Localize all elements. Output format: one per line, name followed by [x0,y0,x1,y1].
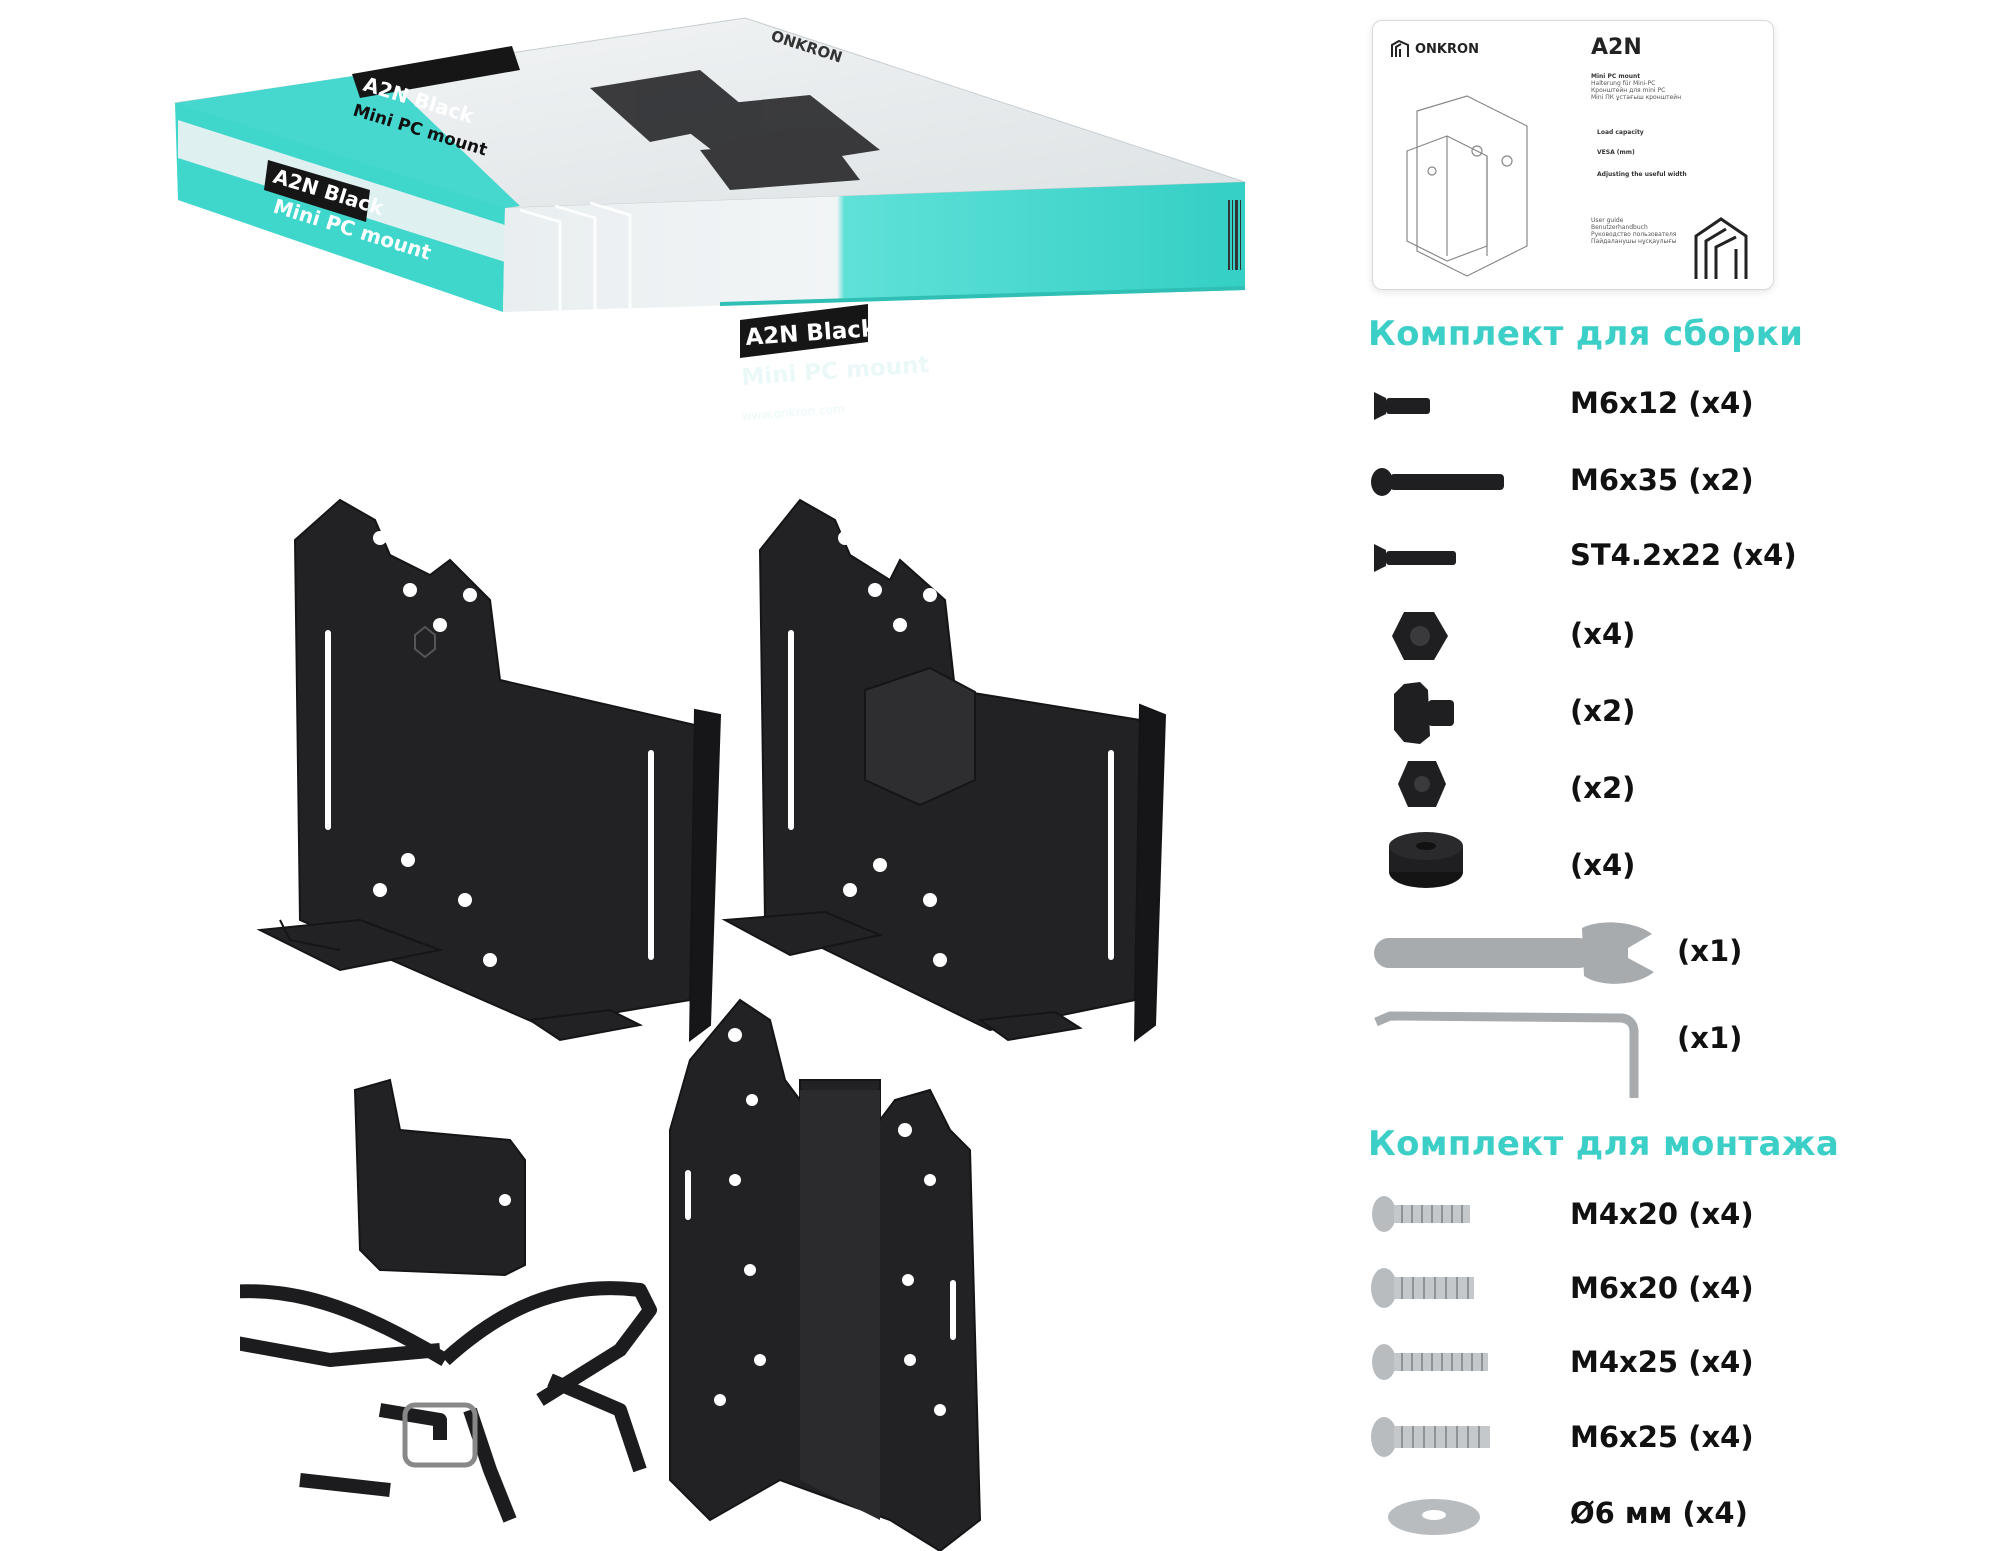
card-line-2: Halterung für Mini-PC [1591,80,1656,87]
card-spec-load: Load capacity [1597,129,1644,136]
card-guide-4: Пайдаланушы нұсқаулығы [1591,238,1677,245]
card-spec-width: Adjusting the useful width [1597,171,1687,178]
card-mount-drawing [1406,95,1528,277]
mount-parts-image [240,498,1167,1551]
washer-icon [1388,1499,1480,1535]
small-hook [353,1078,526,1277]
mounting-item-label: M6x25 (x4) [1570,1420,1754,1454]
hex-key-icon [1374,1011,1639,1098]
box-front-subtitle: Mini PC mount [741,352,931,391]
mounting-item-label: M4x20 (x4) [1570,1197,1754,1231]
assembly-item-label: (x4) [1570,848,1636,882]
wrench-icon [1374,922,1654,984]
steel-screw-icon [1372,1196,1470,1232]
flat-screw-icon [1374,544,1456,572]
box-website: www.onkron.com [741,402,845,423]
steel-screw-icon [1371,1268,1474,1308]
steel-screw-icon [1371,1417,1490,1457]
user-guide-card: ONKRON A2N Mini PC mount Halterung für M… [1372,20,1774,290]
assembly-item-label: M6x35 (x2) [1570,463,1754,497]
flat-screw-icon [1374,392,1430,420]
card-line-1: Mini PC mount [1591,73,1641,80]
assembly-item-label: M6x12 (x4) [1570,386,1754,420]
assembly-item-label: (x2) [1570,694,1636,728]
hex-nut-icon [1392,612,1448,660]
onkron-logo-icon [1391,39,1409,57]
card-model: A2N [1591,35,1642,60]
knob-icon [1394,682,1454,744]
mounting-item-label: M6x20 (x4) [1570,1271,1754,1305]
steel-screw-icon [1372,1344,1488,1380]
mounting-item-label: M4x25 (x4) [1570,1345,1754,1379]
card-guide-1: User guide [1591,217,1624,224]
card-line-4: Mini ПК ұстағыш кронштейн [1591,94,1682,101]
mounting-item-label: Ø6 мм (x4) [1570,1496,1748,1530]
hex-nut-icon [1398,761,1446,807]
assembly-item-label: (x1) [1677,934,1743,968]
product-box-image: ONKRON A2N Black Mini PC mount A2N Black… [174,17,1246,423]
left-bracket [256,498,722,1043]
right-bracket [721,498,1167,1043]
card-brand: ONKRON [1415,42,1479,57]
assembly-item-label: (x4) [1570,617,1636,651]
card-guide-3: Руководство пользователя [1591,231,1677,238]
spacer-icon [1389,832,1463,888]
round-screw-icon [1371,468,1504,496]
assembly-item-label: ST4.2x22 (x4) [1570,538,1797,572]
assembly-item-label: (x1) [1677,1021,1743,1055]
assembly-item-label: (x2) [1570,771,1636,805]
card-logo-mark-icon [1694,217,1748,279]
assembly-kit-title: Комплект для сборки [1368,314,1804,354]
mounting-kit-title: Комплект для монтажа [1368,1124,1840,1164]
card-spec-vesa: VESA (mm) [1597,149,1635,156]
card-line-3: Кронштейн для mini PC [1591,87,1666,94]
card-guide-2: Benutzerhandbuch [1591,224,1648,231]
